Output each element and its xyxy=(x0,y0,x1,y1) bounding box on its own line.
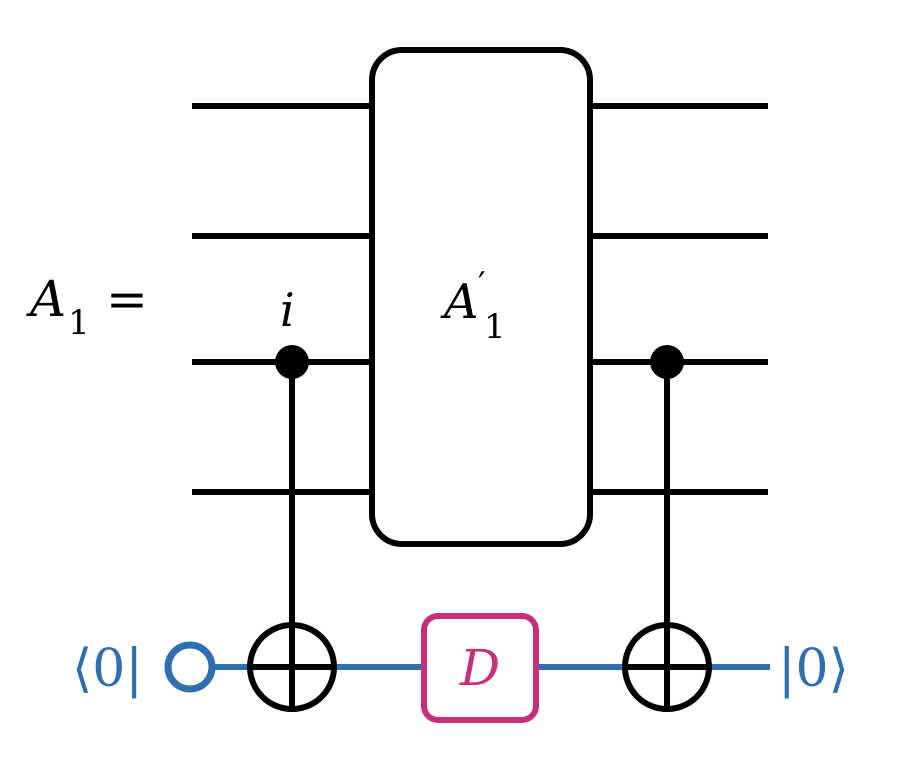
a1-prime-gate-label: A xyxy=(440,274,479,330)
a1-prime-gate-box xyxy=(369,47,593,547)
lhs-subscript: 1 xyxy=(68,303,90,343)
left-control-dot xyxy=(275,345,309,379)
ancilla-start-circle-icon xyxy=(164,641,216,693)
lhs-symbol: A xyxy=(26,270,66,328)
a1-prime-gate-prime: ′ xyxy=(478,265,486,305)
ancilla-output-label: |0⟩ xyxy=(778,639,849,699)
ancilla-input-label: ⟨0| xyxy=(72,639,143,699)
lhs-equals: = xyxy=(106,270,148,328)
control-index-label: i xyxy=(280,283,295,337)
right-cnot-target xyxy=(622,622,712,712)
right-control-dot xyxy=(650,345,684,379)
a1-prime-gate-subscript: 1 xyxy=(484,307,506,347)
d-gate-label: D xyxy=(459,639,500,697)
left-cnot-target xyxy=(247,622,337,712)
d-gate-box xyxy=(421,613,539,723)
